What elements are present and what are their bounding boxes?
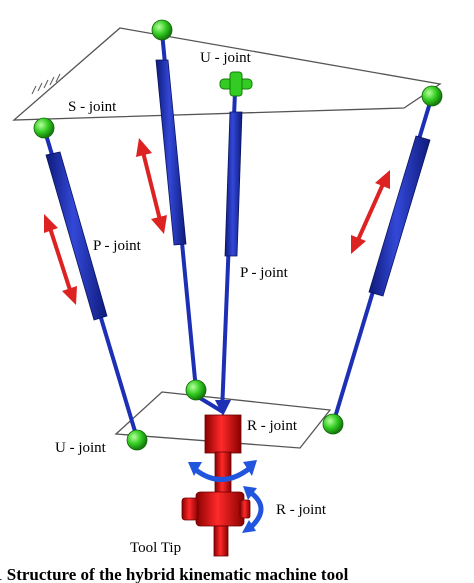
u-joint-top-icon [219, 71, 253, 97]
u-joint-ball-back [185, 379, 207, 401]
r-joint-lower-label: R - joint [276, 502, 327, 518]
leg-back [155, 31, 198, 391]
u-joint-ball-right [322, 413, 344, 435]
frame-hatch-marks [31, 73, 61, 95]
s-joint-ball-right [421, 85, 443, 107]
prismatic-arrow-back [136, 138, 167, 234]
u-joint-ball-left [126, 429, 148, 451]
u-joint-top-label: U - joint [200, 50, 252, 66]
tool-tip-label: Tool Tip [130, 540, 181, 556]
leg-left [42, 127, 139, 439]
r-joint-upper-label: R - joint [247, 418, 298, 434]
u-joint-bottom-label: U - joint [55, 440, 107, 456]
rotation-arrow-lower-icon [242, 486, 264, 533]
s-joint-label: S - joint [68, 99, 117, 115]
leg-right [331, 95, 434, 425]
top-frame [12, 27, 442, 121]
s-joint-ball-left [33, 117, 55, 139]
prismatic-arrow-left [44, 214, 77, 305]
figure-caption: 1 Structure of the hybrid kinematic mach… [0, 565, 349, 583]
p-joint-left-label: P - joint [93, 238, 142, 254]
tool-spindle [181, 414, 251, 557]
rotation-arrow-upper-icon [188, 460, 257, 482]
leg-center [193, 91, 243, 416]
s-joint-ball-top [151, 19, 173, 41]
p-joint-center-label: P - joint [240, 265, 289, 281]
prismatic-arrow-right [351, 170, 390, 254]
